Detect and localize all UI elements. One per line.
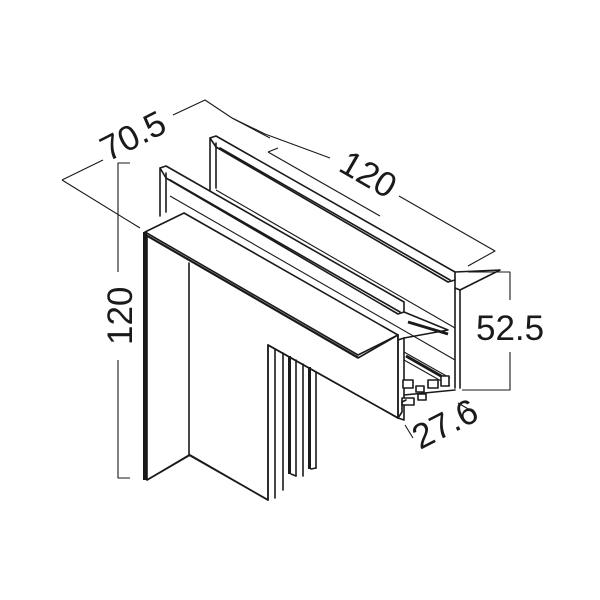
dimension-120-length: 120	[231, 117, 496, 267]
dimension-label-profile-height: 52.5	[476, 309, 544, 348]
dimension-27-6: 27.6	[404, 391, 484, 457]
dimension-label-length: 120	[333, 143, 403, 206]
channel-inner-lines	[169, 189, 456, 361]
profile-cross-section	[397, 337, 456, 421]
dimension-52-5: 52.5	[462, 271, 544, 391]
dimension-label-height: 120	[101, 287, 140, 345]
dimension-label-profile-width: 27.6	[406, 391, 484, 457]
middle-rail	[159, 165, 449, 339]
dimension-120-height: 120	[101, 162, 140, 479]
vertical-fins	[267, 344, 317, 501]
dimension-label-depth: 70.5	[94, 103, 172, 169]
rear-rail	[209, 135, 501, 389]
